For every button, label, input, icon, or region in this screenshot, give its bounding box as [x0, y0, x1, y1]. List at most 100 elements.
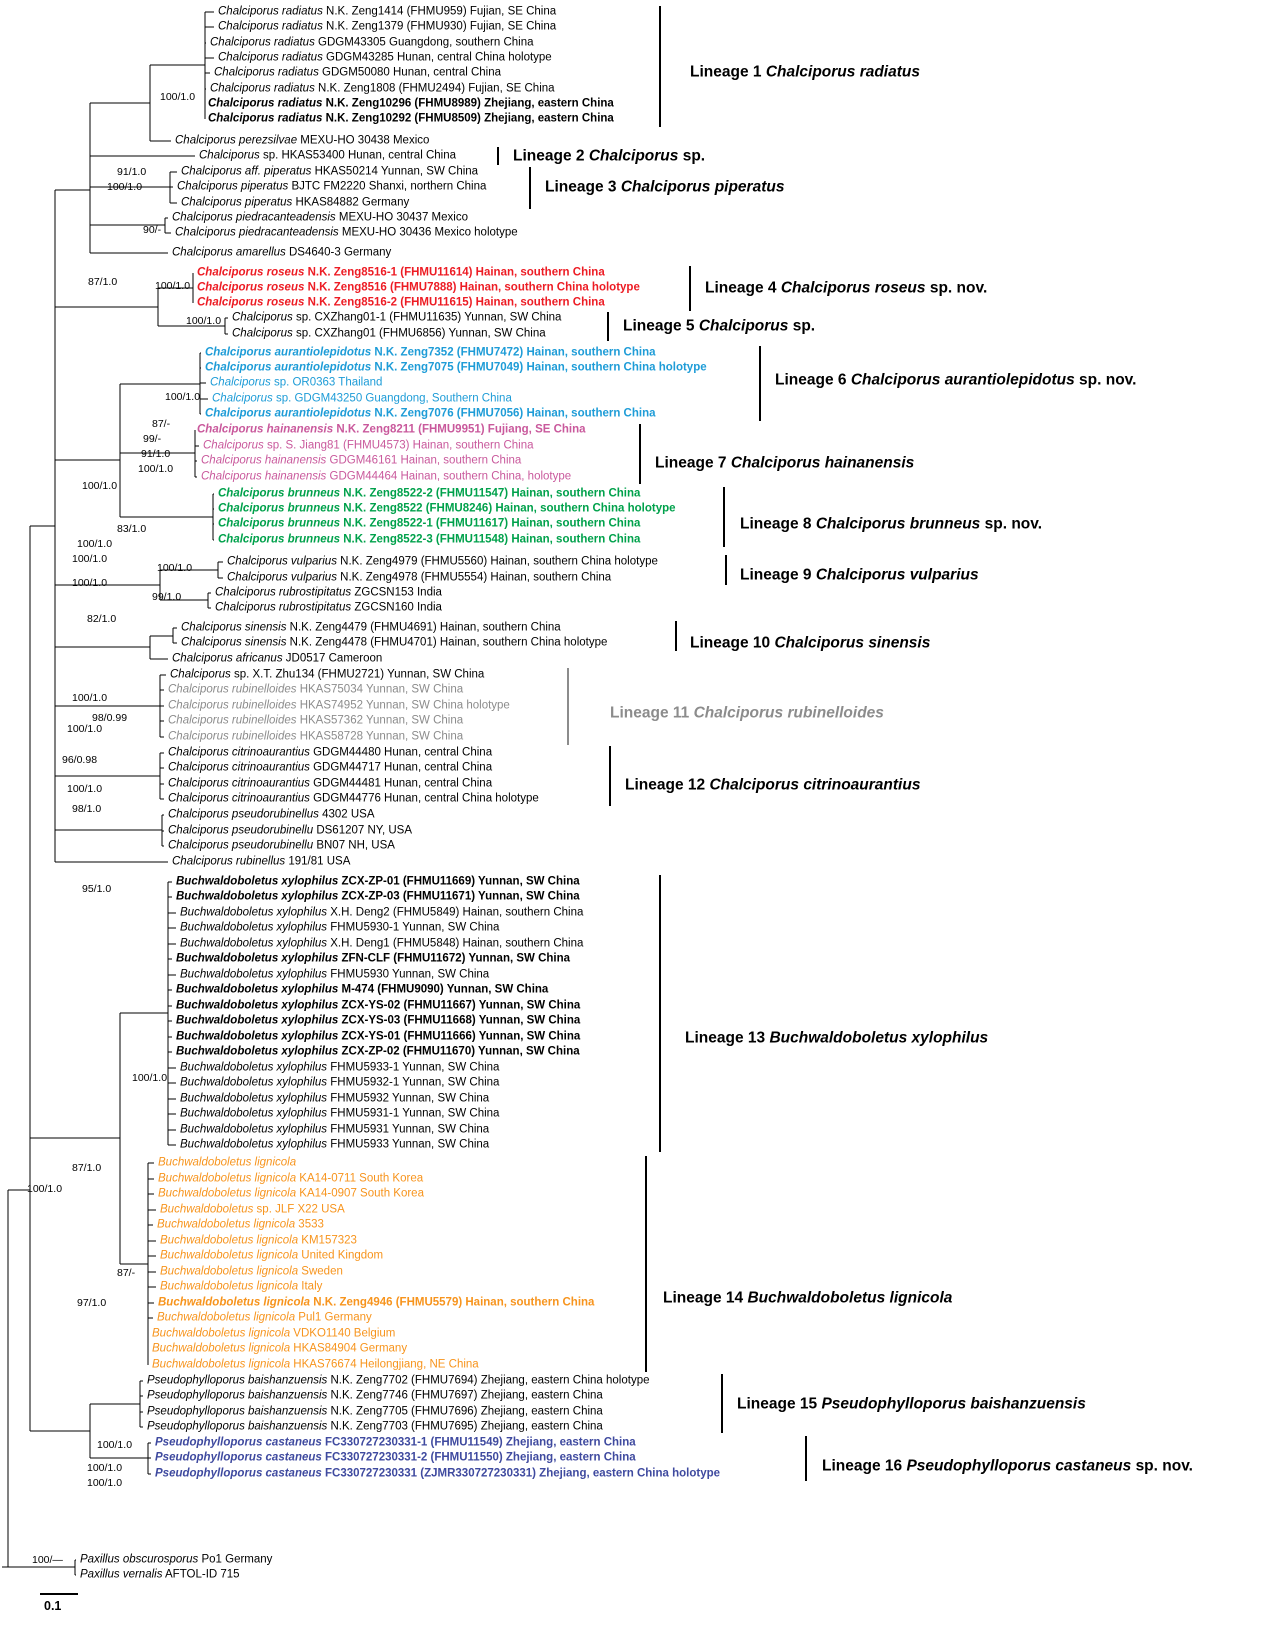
taxon-label: Chalciporus rubinellus 191/81 USA — [172, 856, 350, 868]
taxon-voucher-text: HKAS74952 Yunnan, SW China holotype — [299, 699, 510, 712]
taxon-voucher-text: FC330727230331-1 (FHMU11549) Zhejiang, e… — [325, 1436, 636, 1449]
lineage-species-name: Chalciporus rubinelloides — [693, 704, 884, 722]
lineage-species-name: Chalciporus — [698, 317, 789, 335]
taxon-name-italic: Chalciporus pseudorubinellus — [168, 808, 319, 821]
taxon-name-italic: Buchwaldoboletus xylophilus — [180, 1076, 328, 1089]
taxon-name-italic: Chalciporus africanus — [172, 652, 283, 665]
lineage-label: Lineage 9 Chalciporus vulparius — [740, 567, 979, 583]
taxon-name-italic: Chalciporus — [232, 327, 293, 340]
taxon-name-italic: Buchwaldoboletus xylophilus — [176, 952, 339, 965]
taxon-label: Buchwaldoboletus xylophilus ZCX-ZP-02 (F… — [176, 1046, 580, 1058]
support-value: 91/1.0 — [117, 165, 147, 178]
taxon-name-italic: Chalciporus radiatus — [208, 112, 323, 125]
taxon-name-italic: Chalciporus radiatus — [218, 20, 323, 33]
taxon-voucher-text: ZCX-YS-02 (FHMU11667) Yunnan, SW China — [341, 999, 581, 1012]
taxon-label: Chalciporus aurantiolepidotus N.K. Zeng7… — [205, 362, 707, 374]
taxon-name-italic: Chalciporus brunneus — [218, 517, 341, 530]
taxon-label: Chalciporus hainanensis GDGM44464 Hainan… — [201, 471, 571, 483]
taxon-voucher-text: sp. GDGM43250 Guangdong, Southern China — [275, 392, 512, 405]
taxon-name-italic: Chalciporus rubinelloides — [168, 699, 297, 712]
lineage-species-name: Chalciporus piperatus — [620, 178, 785, 196]
taxon-name-italic: Chalciporus piperatus — [177, 180, 289, 193]
taxon-label: Chalciporus radiatus N.K. Zeng1808 (FHMU… — [210, 83, 555, 95]
lineage-number: Lineage 12 — [625, 776, 706, 794]
taxon-voucher-text: FC330727230331 (ZJMR330727230331) Zhejia… — [325, 1467, 721, 1480]
support-value: 100/1.0 — [165, 390, 201, 403]
taxon-label: Buchwaldoboletus xylophilus ZCX-YS-02 (F… — [176, 1000, 580, 1012]
taxon-label: Chalciporus radiatus N.K. Zeng1379 (FHMU… — [218, 21, 556, 33]
taxon-name-italic: Buchwaldoboletus lignicola — [158, 1156, 297, 1169]
taxon-label: Chalciporus citrinoaurantius GDGM44481 H… — [168, 778, 492, 790]
taxon-label: Paxillus obscurosporus Po1 Germany — [80, 1554, 272, 1566]
taxon-label: Buchwaldoboletus lignicola KA14-0711 Sou… — [158, 1173, 423, 1185]
taxon-voucher-text: N.K. Zeng7746 (FHMU7697) Zhejiang, easte… — [330, 1389, 603, 1402]
taxon-voucher-text: ZFN-CLF (FHMU11672) Yunnan, SW China — [341, 952, 571, 965]
taxon-name-italic: Buchwaldoboletus xylophilus — [180, 1061, 328, 1074]
taxon-label: Chalciporus roseus N.K. Zeng8516-1 (FHMU… — [197, 267, 605, 279]
taxon-label: Buchwaldoboletus xylophilus M-474 (FHMU9… — [176, 984, 548, 996]
taxon-name-italic: Chalciporus aurantiolepidotus — [205, 407, 372, 420]
taxon-voucher-text: ZCX-YS-03 (FHMU11668) Yunnan, SW China — [341, 1014, 581, 1027]
taxon-name-italic: Buchwaldoboletus xylophilus — [180, 1092, 328, 1105]
lineage-species-name: Pseudophylloporus baishanzuensis — [821, 1395, 1086, 1413]
taxon-voucher-text: N.K. Zeng7352 (FHMU7472) Hainan, souther… — [374, 346, 656, 359]
taxon-name-italic: Chalciporus pseudorubinellu — [168, 839, 314, 852]
support-value: 87/- — [152, 417, 171, 430]
taxon-voucher-text: JD0517 Cameroon — [285, 652, 383, 665]
taxon-name-italic: Chalciporus sinensis — [181, 636, 287, 649]
taxon-voucher-text: FHMU5931-1 Yunnan, SW China — [330, 1107, 500, 1120]
taxon-label: Buchwaldoboletus xylophilus ZFN-CLF (FHM… — [176, 953, 570, 965]
taxon-label: Buchwaldoboletus lignicola United Kingdo… — [160, 1250, 383, 1262]
taxon-name-italic: Buchwaldoboletus xylophilus — [176, 983, 339, 996]
taxon-name-italic: Chalciporus roseus — [197, 266, 305, 279]
taxon-name-italic: Chalciporus piedracanteadensis — [175, 226, 339, 239]
taxon-label: Chalciporus piedracanteadensis MEXU-HO 3… — [175, 227, 518, 239]
taxon-name-italic: Chalciporus radiatus — [214, 66, 319, 79]
taxon-name-italic: Chalciporus rubinelloides — [168, 714, 297, 727]
taxon-name-italic: Chalciporus radiatus — [210, 36, 315, 49]
taxon-label: Chalciporus citrinoaurantius GDGM44776 H… — [168, 793, 539, 805]
taxon-voucher-text: MEXU-HO 30437 Mexico — [338, 211, 468, 224]
taxon-voucher-text: GDGM46161 Hainan, southern China — [329, 454, 522, 467]
taxon-name-italic: Chalciporus radiatus — [218, 5, 323, 18]
taxon-name-italic: Pseudophylloporus baishanzuensis — [147, 1374, 328, 1387]
lineage-suffix: sp. nov. — [984, 515, 1043, 533]
taxon-label: Buchwaldoboletus xylophilus ZCX-ZP-03 (F… — [176, 891, 580, 903]
support-value: 100/— — [32, 1553, 63, 1566]
taxon-voucher-text: Po1 Germany — [201, 1553, 273, 1566]
taxon-label: Chalciporus citrinoaurantius GDGM44480 H… — [168, 747, 492, 759]
taxon-name-italic: Buchwaldoboletus xylophilus — [180, 906, 328, 919]
taxon-voucher-text: N.K. Zeng8522-3 (FHMU11548) Hainan, sout… — [343, 533, 641, 546]
taxon-name-italic: Buchwaldoboletus xylophilus — [180, 1107, 328, 1120]
taxon-label: Buchwaldoboletus xylophilus FHMU5930-1 Y… — [180, 922, 499, 934]
lineage-number: Lineage 15 — [737, 1395, 818, 1413]
support-value: 97/1.0 — [77, 1296, 107, 1309]
support-value: 100/1.0 — [82, 479, 118, 492]
taxon-voucher-text: GDGM44717 Hunan, central China — [313, 761, 493, 774]
taxon-voucher-text: N.K. Zeng1414 (FHMU959) Fujian, SE China — [326, 5, 557, 18]
taxon-name-italic: Buchwaldoboletus lignicola — [158, 1187, 297, 1200]
taxon-label: Chalciporus piedracanteadensis MEXU-HO 3… — [172, 212, 468, 224]
taxon-voucher-text: N.K. Zeng4946 (FHMU5579) Hainan, souther… — [313, 1296, 595, 1309]
lineage-label: Lineage 11 Chalciporus rubinelloides — [610, 705, 884, 721]
taxon-name-italic: Chalciporus vulparius — [227, 571, 337, 584]
lineage-number: Lineage 14 — [663, 1289, 744, 1307]
taxon-label: Chalciporus piperatus HKAS84882 Germany — [181, 197, 409, 209]
taxon-label: Buchwaldoboletus lignicola HKAS76674 Hei… — [152, 1359, 479, 1371]
taxon-label: Buchwaldoboletus xylophilus FHMU5933-1 Y… — [180, 1062, 499, 1074]
taxon-label: Chalciporus brunneus N.K. Zeng8522-3 (FH… — [218, 534, 640, 546]
support-value: 100/1.0 — [27, 1182, 63, 1195]
taxon-voucher-text: DS61207 NY, USA — [316, 824, 413, 837]
taxon-label: Chalciporus pseudorubinellu BN07 NH, USA — [168, 840, 395, 852]
taxon-label: Pseudophylloporus castaneus FC3307272303… — [155, 1452, 636, 1464]
taxon-label: Chalciporus pseudorubinellu DS61207 NY, … — [168, 825, 412, 837]
taxon-label: Chalciporus radiatus N.K. Zeng1414 (FHMU… — [218, 6, 556, 18]
lineage-number: Lineage 9 — [740, 566, 812, 584]
taxon-label: Buchwaldoboletus xylophilus FHMU5931 Yun… — [180, 1124, 489, 1136]
taxon-voucher-text: Pul1 Germany — [298, 1311, 372, 1324]
taxon-name-italic: Chalciporus radiatus — [210, 82, 315, 95]
taxon-label: Pseudophylloporus baishanzuensis N.K. Ze… — [147, 1421, 603, 1433]
lineage-species-name: Chalciporus aurantiolepidotus — [850, 371, 1075, 389]
taxon-label: Buchwaldoboletus xylophilus ZCX-YS-03 (F… — [176, 1015, 580, 1027]
taxon-voucher-text: GDGM44481 Hunan, central China — [313, 777, 493, 790]
